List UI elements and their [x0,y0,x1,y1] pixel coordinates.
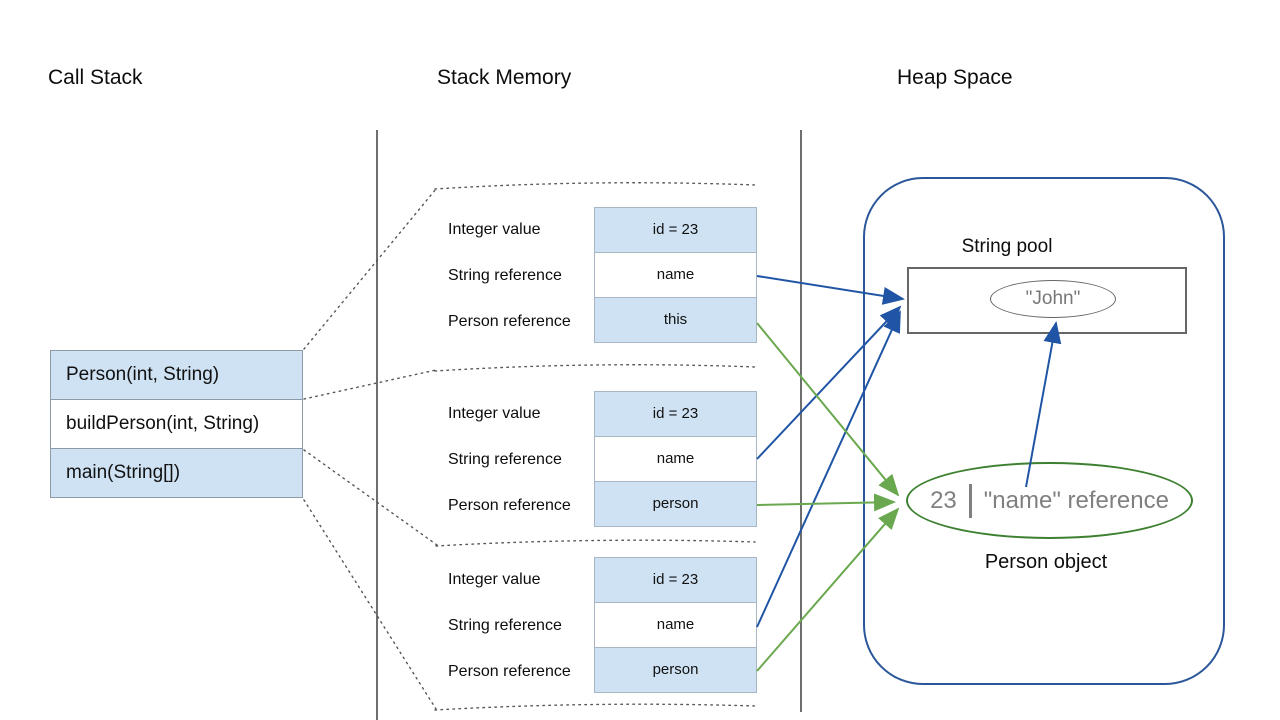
frame1-row-label: Person reference [448,313,571,330]
frame1-value-this: this [594,297,757,343]
frame3-row-label: Person reference [448,663,571,680]
frame1-value-id: id = 23 [594,207,757,253]
frame1-row-label: Integer value [448,221,541,238]
string-pool-label: String pool [961,236,1053,257]
frame3-row-label: String reference [448,617,562,634]
frame2-value-name: name [594,436,757,482]
connector-buildperson-frame [303,369,437,400]
person-id-field: 23 [930,486,957,514]
call-stack-frame-main: main(String[]) [50,448,303,498]
connector-main-frame-top [303,449,438,546]
frame2-value-id: id = 23 [594,391,757,437]
frame3-value-name: name [594,602,757,648]
heap-space-title: Heap Space [897,66,1013,89]
frame2-value-person: person [594,481,757,527]
person-object-label: Person object [984,551,1108,573]
call-stack-frame-person: Person(int, String) [50,350,303,400]
frame-separator-3 [435,539,756,547]
frame1-row-label: String reference [448,267,562,284]
frame2-row-label: Person reference [448,497,571,514]
person-object-ellipse: 23 "name" reference [906,462,1193,539]
person-name-field: "name" reference [983,486,1169,514]
frame-separator-2 [434,364,756,372]
call-stack-title: Call Stack [48,66,143,89]
frame2-row-label: Integer value [448,405,541,422]
stack-memory-title: Stack Memory [437,66,572,89]
frame3-value-id: id = 23 [594,557,757,603]
call-stack-frame-buildperson: buildPerson(int, String) [50,399,303,449]
frame3-row-label: Integer value [448,571,541,588]
field-divider [968,483,972,518]
frame-separator-1 [434,182,756,190]
frame-separator-4 [434,703,756,711]
connector-main-frame-bottom [303,499,437,710]
connector-person-frame [303,188,437,350]
frame2-row-label: String reference [448,451,562,468]
frame3-value-person: person [594,647,757,693]
string-object-john: "John" [990,280,1116,318]
frame1-value-name: name [594,252,757,298]
